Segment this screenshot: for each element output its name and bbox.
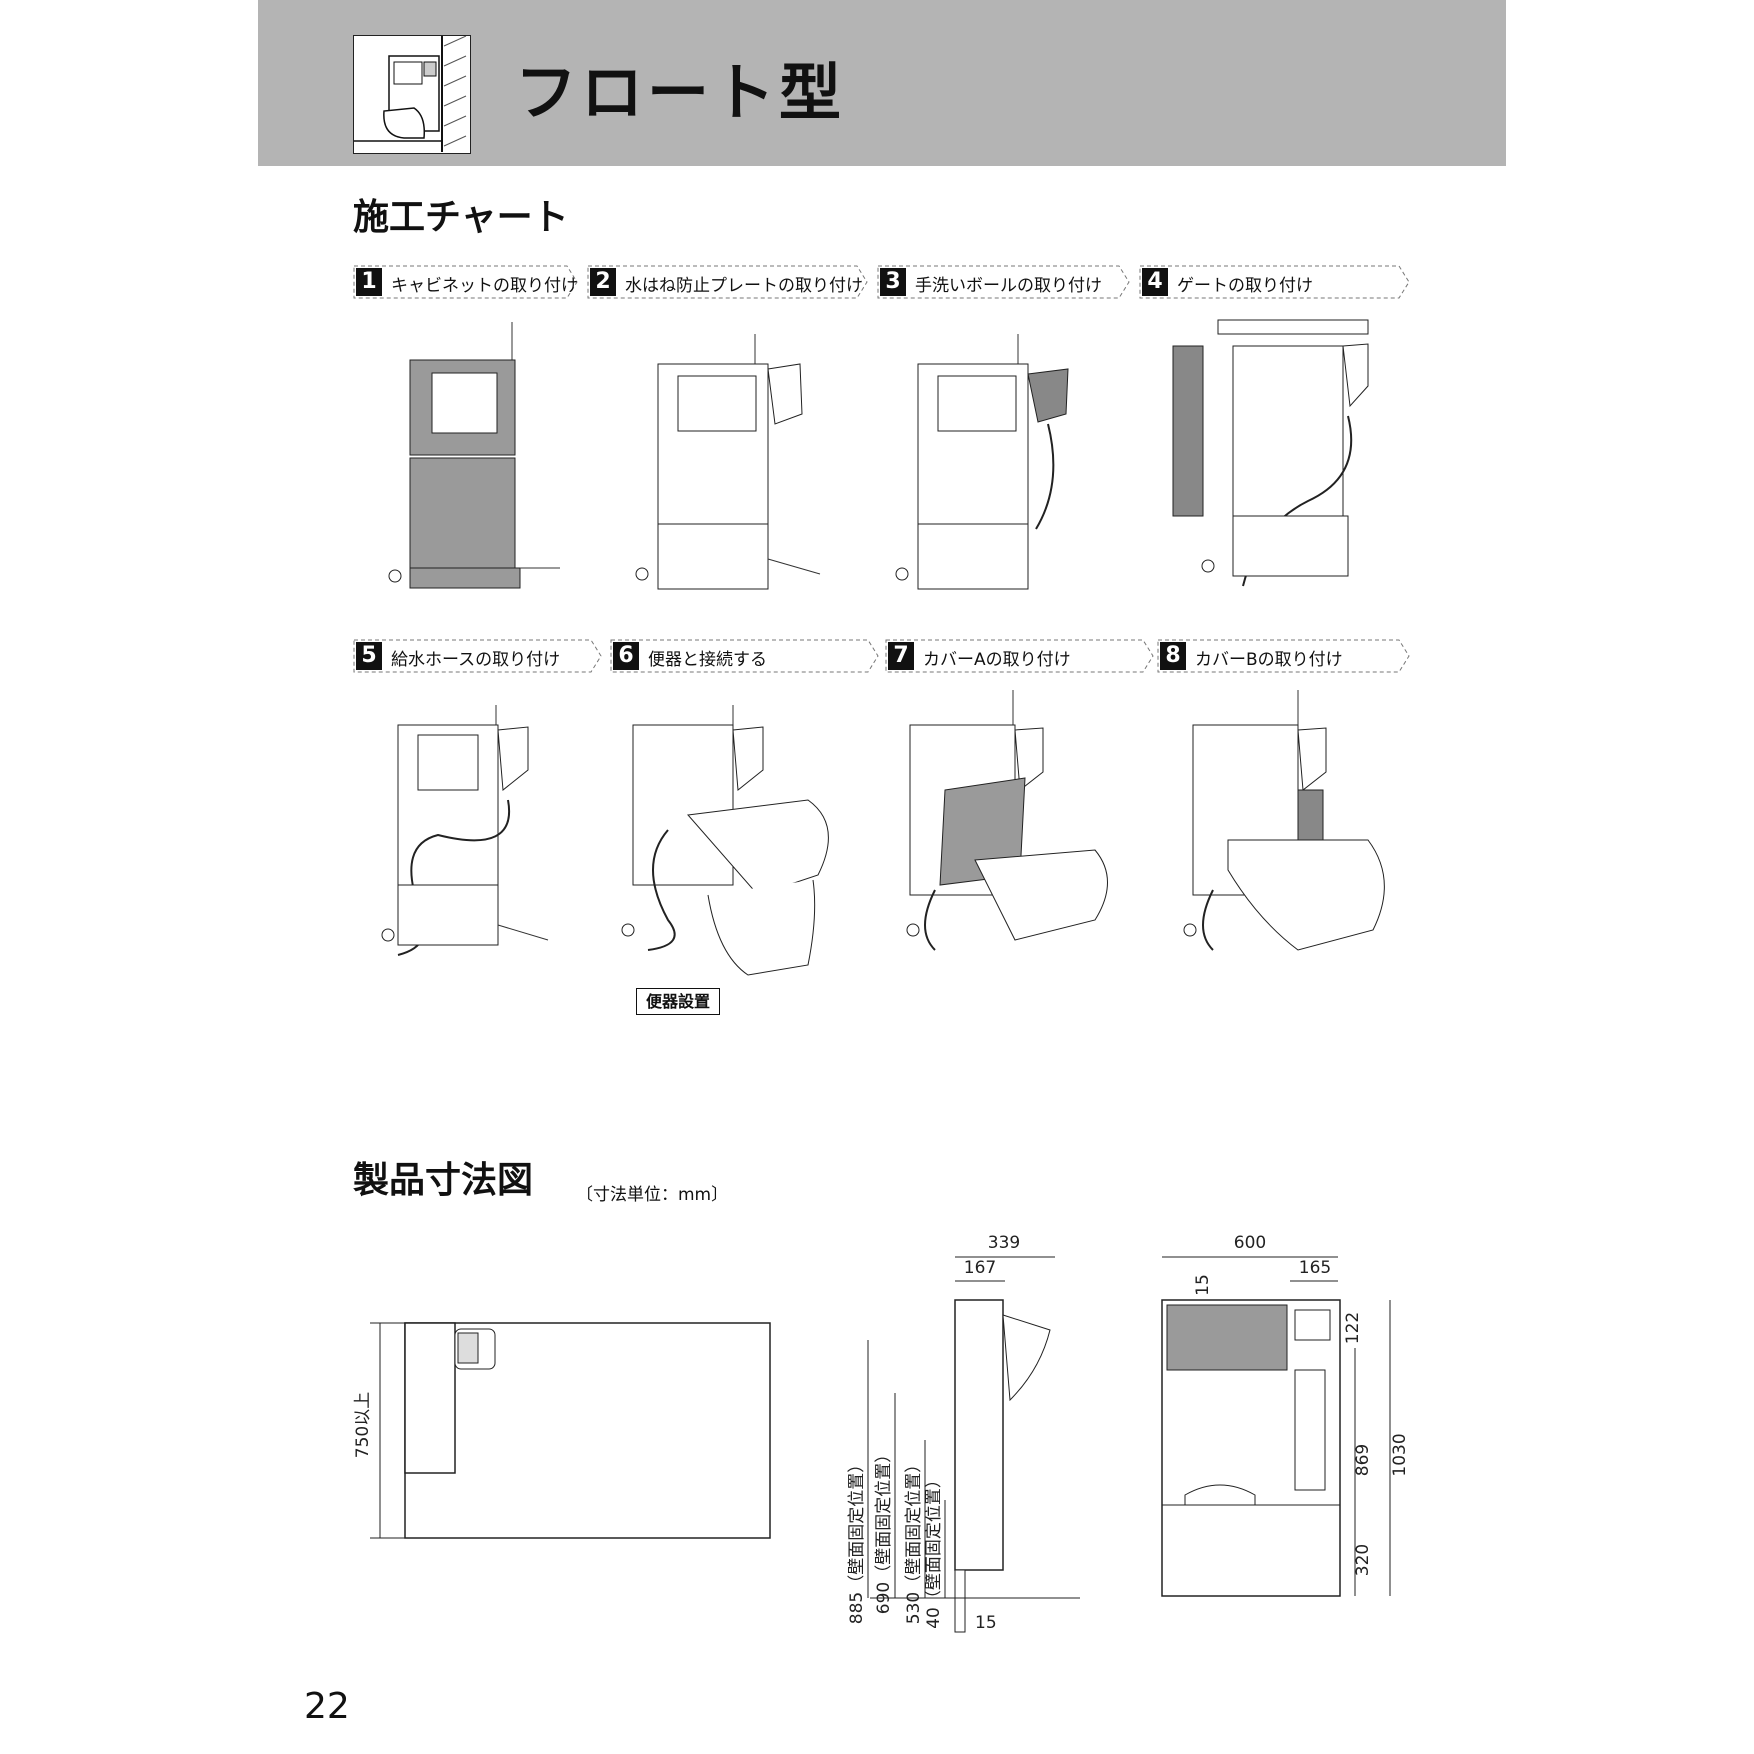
step-3-illustration bbox=[895, 334, 1069, 590]
front-view-drawing: 600 165 15 122 1030 869 320 bbox=[1161, 1233, 1410, 1597]
section-title-chart: 施工チャート bbox=[353, 197, 569, 238]
front-width: 600 bbox=[1234, 1233, 1266, 1253]
unit-note: 〔寸法単位：mm〕 bbox=[576, 1185, 729, 1205]
step-6-illustration bbox=[621, 705, 829, 976]
side-front-depth: 167 bbox=[964, 1258, 996, 1278]
page-title: フロート型 bbox=[515, 56, 846, 129]
step-3-header: 3 手洗いボールの取り付け bbox=[877, 265, 1131, 299]
side-height-40: 40（壁面固定位置） bbox=[924, 1471, 944, 1629]
side-total-depth: 339 bbox=[988, 1233, 1020, 1253]
step-label: 手洗いボールの取り付け bbox=[915, 276, 1102, 296]
step-4-header: 4 ゲートの取り付け bbox=[1139, 265, 1411, 299]
side-height-690: 690（壁面固定位置） bbox=[874, 1446, 894, 1614]
step-label: カバーAの取り付け bbox=[923, 650, 1071, 670]
step-1-illustration bbox=[388, 322, 560, 589]
plan-view-drawing: 750以上 bbox=[353, 1322, 771, 1539]
step-label: ゲートの取り付け bbox=[1177, 276, 1313, 296]
step-5-header: 5 給水ホースの取り付け bbox=[353, 639, 603, 673]
step-8-header: 8 カバーBの取り付け bbox=[1157, 639, 1411, 673]
step-number: 4 bbox=[1142, 268, 1168, 296]
step-number: 6 bbox=[613, 642, 639, 670]
step-number: 8 bbox=[1160, 642, 1186, 670]
step-2-illustration bbox=[635, 334, 821, 590]
step-label: 給水ホースの取り付け bbox=[391, 650, 561, 670]
step-2-header: 2 水はね防止プレートの取り付け bbox=[587, 265, 869, 299]
float-toilet-cabinet-icon bbox=[353, 35, 471, 154]
front-top-margin: 15 bbox=[1193, 1274, 1213, 1296]
step-1-header: 1 キャビネットの取り付け bbox=[353, 265, 579, 299]
step-5-illustration bbox=[381, 705, 549, 956]
step-number: 5 bbox=[356, 642, 382, 670]
step-8-illustration bbox=[1183, 690, 1385, 951]
step-7-header: 7 カバーAの取り付け bbox=[885, 639, 1155, 673]
side-height-885: 885（壁面固定位置） bbox=[847, 1456, 867, 1624]
page-number: 22 bbox=[304, 1686, 350, 1727]
plan-depth-label: 750以上 bbox=[353, 1392, 373, 1458]
front-total-height: 1030 bbox=[1390, 1433, 1410, 1476]
step-number: 7 bbox=[888, 642, 914, 670]
toilet-install-label: 便器設置 bbox=[636, 988, 720, 1015]
step-4-illustration bbox=[1172, 319, 1369, 587]
front-bowl-height: 122 bbox=[1343, 1312, 1363, 1344]
side-floor-gap: 15 bbox=[975, 1613, 997, 1633]
side-view-drawing: 339 167 885（壁面固定位置） 690（壁面固定位置） 530（壁面固定… bbox=[847, 1233, 1080, 1633]
step-label: 便器と接続する bbox=[648, 650, 767, 670]
front-bowl-width: 165 bbox=[1299, 1258, 1331, 1278]
step-number: 3 bbox=[880, 268, 906, 296]
step-label: カバーBの取り付け bbox=[1195, 650, 1343, 670]
section-title-dimensions: 製品寸法図 bbox=[353, 1160, 534, 1201]
step-number: 2 bbox=[590, 268, 616, 296]
step-6-header: 6 便器と接続する bbox=[610, 639, 880, 673]
front-base-height: 320 bbox=[1353, 1544, 1373, 1576]
step-label: キャビネットの取り付け bbox=[391, 276, 578, 296]
step-number: 1 bbox=[356, 268, 382, 296]
step-label: 水はね防止プレートの取り付け bbox=[625, 276, 863, 296]
front-mid-height: 869 bbox=[1353, 1444, 1373, 1476]
step-7-illustration bbox=[906, 690, 1108, 951]
side-height-530: 530（壁面固定位置） bbox=[904, 1456, 924, 1624]
